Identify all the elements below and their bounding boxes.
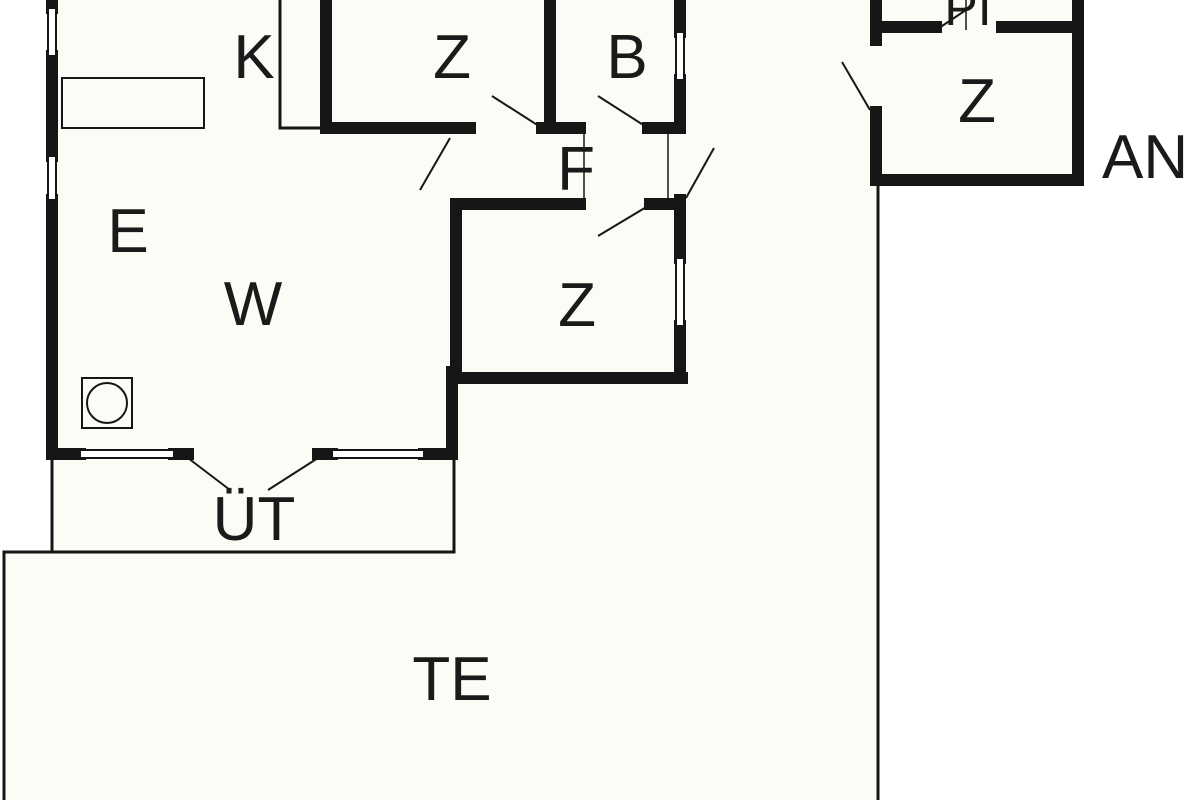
- room-label-middle-room: Z: [558, 271, 596, 340]
- room-label-kitchen: K: [233, 23, 275, 92]
- room-label-living: W: [223, 270, 283, 339]
- window-left-top: [47, 7, 57, 57]
- terrace-outline: [2, 460, 456, 800]
- stove-icon: [81, 377, 133, 429]
- room-label-annex-top: PI: [944, 0, 992, 36]
- room-label-upper-room: Z: [433, 23, 471, 92]
- door-swing-middle-room: [597, 205, 649, 237]
- thick-walls: [46, 0, 1084, 460]
- door-swing-annex-top: [935, 9, 967, 31]
- kitchen-partition: [278, 0, 326, 130]
- window-left-mid: [47, 155, 57, 201]
- window-middle-room: [675, 257, 685, 327]
- stove-burner: [86, 382, 128, 424]
- room-label-annex: AN: [1102, 123, 1189, 192]
- room-label-dining: E: [107, 197, 149, 266]
- door-swing-corridor: [685, 147, 715, 199]
- door-swings: [187, 0, 967, 491]
- windows: [47, 7, 685, 459]
- terrace-floor: [4, 552, 878, 800]
- room-label-terrace: TE: [412, 645, 492, 714]
- door-swing-upper-room: [491, 95, 543, 129]
- room-label-hallway: F: [557, 135, 595, 204]
- room-label-exit: ÜT: [212, 485, 296, 554]
- door-swing-exit-right: [267, 457, 319, 491]
- thin-walls: [2, 0, 880, 800]
- strip-floor: [454, 386, 878, 552]
- door-swing-annex: [841, 61, 871, 111]
- room-label-bathroom: B: [606, 23, 648, 92]
- window-bottom-right: [331, 449, 425, 459]
- door-swing-bathroom: [597, 95, 649, 129]
- middle-room-floor: [456, 200, 686, 386]
- door-swing-living: [419, 137, 451, 191]
- room-label-annex-room: Z: [958, 67, 996, 136]
- kitchen-counter: [61, 77, 205, 129]
- window-bottom-left: [79, 449, 175, 459]
- exit-floor: [52, 460, 454, 552]
- door-swing-exit-left: [187, 457, 231, 491]
- corridor-floor: [686, 0, 878, 386]
- window-bathroom: [675, 31, 685, 81]
- floor-areas: [4, 0, 1084, 800]
